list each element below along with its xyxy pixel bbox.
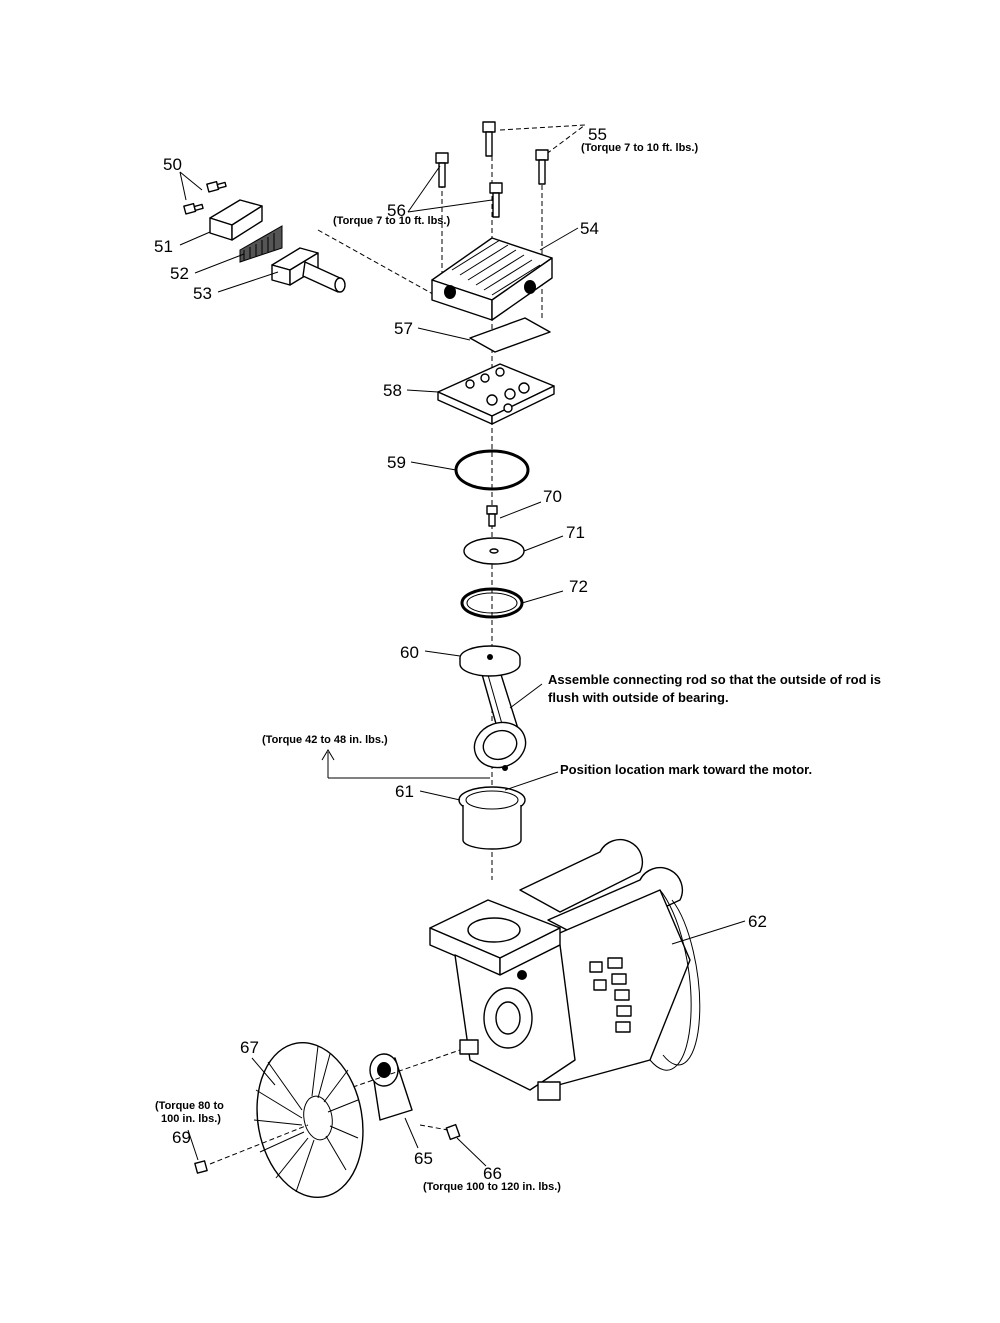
torque-note-55: (Torque 7 to 10 ft. lbs.) <box>581 142 698 154</box>
part-58-valve-plate <box>437 363 555 425</box>
part-67-fan <box>253 1041 364 1199</box>
part-56-bolts <box>435 152 503 218</box>
intake-link <box>317 229 441 299</box>
part-54-cylinder-head <box>431 237 553 321</box>
callout-53: 53 <box>193 284 212 303</box>
part-61-bearing <box>458 786 526 850</box>
torque-note-rod: (Torque 42 to 48 in. lbs.) <box>262 734 388 746</box>
instruction-assemble-line1: Assemble connecting rod so that the outs… <box>548 672 881 687</box>
part-60-connecting-rod <box>459 645 527 771</box>
part-71-disc <box>463 537 525 565</box>
part-52-filter-element <box>239 225 283 263</box>
torque-note-69-line1: (Torque 80 to <box>155 1100 224 1112</box>
callout-71: 71 <box>566 523 585 542</box>
callout-67: 67 <box>240 1038 259 1057</box>
instruction-assemble-line2: flush with outside of bearing. <box>548 690 729 705</box>
torque-note-56: (Torque 7 to 10 ft. lbs.) <box>333 215 450 227</box>
part-65-crank <box>369 1053 413 1121</box>
torque-rod-arrow <box>321 749 490 779</box>
callout-70: 70 <box>543 487 562 506</box>
torque-note-69-line2: 100 in. lbs.) <box>161 1113 221 1125</box>
callout-50: 50 <box>163 155 182 174</box>
callout-57: 57 <box>394 319 413 338</box>
callout-66: 66 <box>483 1164 502 1183</box>
part-66-bolt <box>419 1123 461 1141</box>
callout-51: 51 <box>154 237 173 256</box>
part-69-bolt <box>194 1124 309 1174</box>
part-62-motor-crankcase <box>429 838 701 1101</box>
part-50-screws <box>183 180 227 215</box>
torque-note-66: (Torque 100 to 120 in. lbs.) <box>423 1181 561 1193</box>
instruction-position-mark: Position location mark toward the motor. <box>560 762 812 777</box>
callout-56: 56 <box>387 201 406 220</box>
callout-58: 58 <box>383 381 402 400</box>
part-72-ring <box>460 587 524 619</box>
part-55-bolts <box>482 121 549 185</box>
callout-72: 72 <box>569 577 588 596</box>
callout-59: 59 <box>387 453 406 472</box>
callout-60: 60 <box>400 643 419 662</box>
part-53-intake-housing <box>271 247 346 293</box>
part-57-gasket <box>469 317 551 353</box>
callout-69: 69 <box>172 1128 191 1147</box>
callout-55: 55 <box>588 125 607 144</box>
callout-61: 61 <box>395 782 414 801</box>
callout-54: 54 <box>580 219 599 238</box>
crank-axis <box>329 1049 461 1096</box>
callout-52: 52 <box>170 264 189 283</box>
part-51-filter-cover <box>209 199 263 241</box>
leader-lines <box>179 165 746 1167</box>
callout-65: 65 <box>414 1149 433 1168</box>
callout-62: 62 <box>748 912 767 931</box>
bolt-55-link <box>499 124 587 156</box>
part-70-screw <box>486 505 498 527</box>
